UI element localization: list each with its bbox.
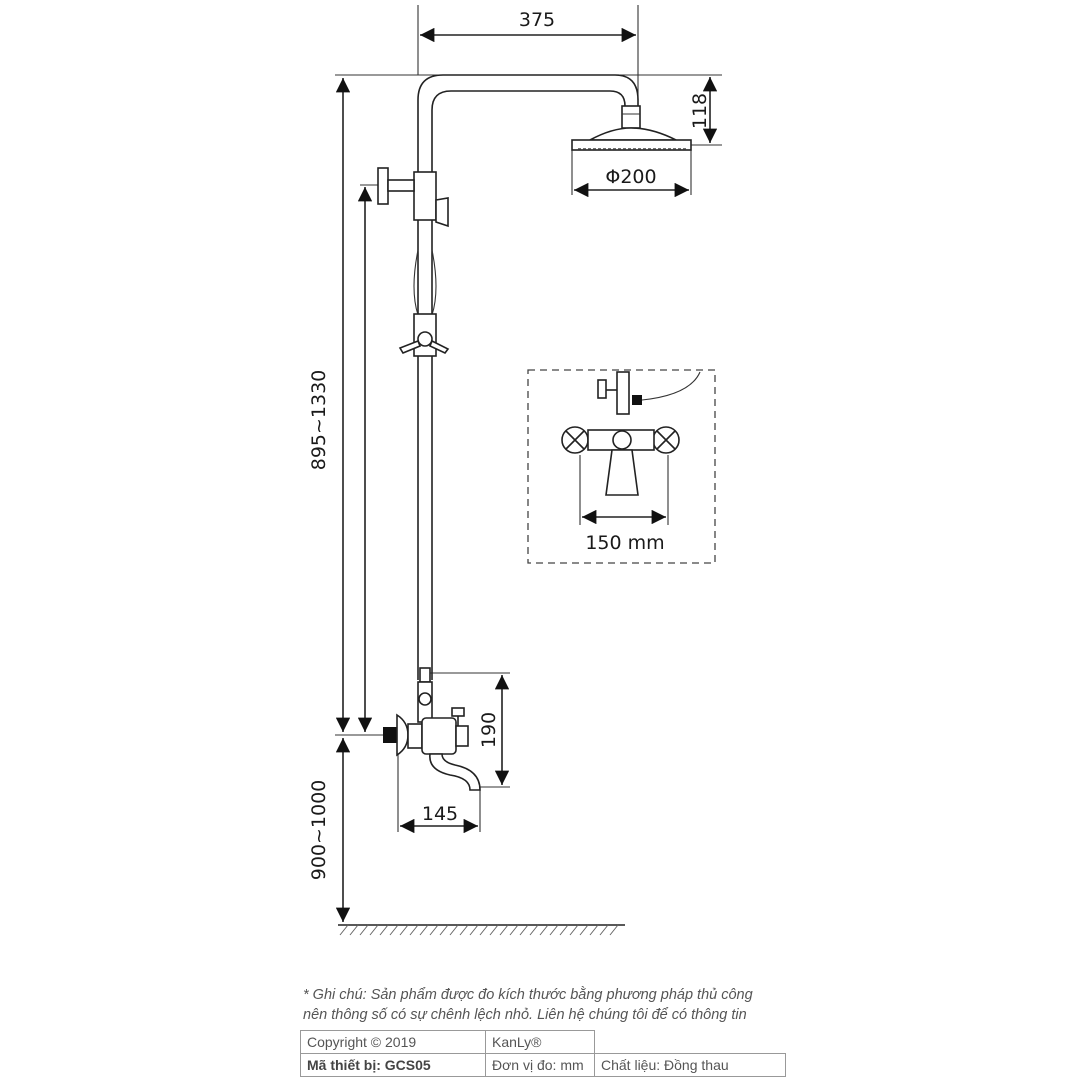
- floor-hatch: [338, 924, 625, 936]
- note-line-2: nên thông số có sự chênh lệch nhỏ. Liên …: [303, 1007, 747, 1023]
- dim-spout-length: 145: [422, 803, 458, 825]
- brand-cell: KanLy®: [485, 1030, 595, 1054]
- empty-cell: [594, 1030, 785, 1054]
- inset-detail-mixer: 150 mm: [527, 369, 716, 564]
- dim-mixer-height: 190: [478, 712, 500, 748]
- dim-head-height: 118: [689, 93, 711, 129]
- measurement-note: * Ghi chú: Sản phẩm được đo kích thước b…: [303, 985, 753, 1025]
- dim-inlet-spacing: 150 mm: [585, 532, 664, 554]
- model-cell: Mã thiết bị: GCS05: [300, 1053, 486, 1077]
- note-line-1: * Ghi chú: Sản phẩm được đo kích thước b…: [303, 987, 753, 1003]
- dim-head-diameter: Φ200: [605, 166, 656, 188]
- dim-mount-height: 900~1000: [308, 780, 330, 881]
- slide-bracket: [377, 167, 449, 316]
- shower-riser-pipe: [417, 74, 641, 680]
- rain-shower-head: [571, 127, 692, 151]
- unit-cell: Đơn vị đo: mm: [485, 1053, 595, 1077]
- table-row: Copyright © 2019 KanLy®: [300, 1030, 785, 1054]
- spec-table: Copyright © 2019 KanLy® Mã thiết bị: GCS…: [300, 1030, 786, 1077]
- table-row: Mã thiết bị: GCS05 Đơn vị đo: mm Chất li…: [300, 1053, 786, 1077]
- dim-arm-length: 375: [519, 9, 555, 31]
- bath-mixer: [383, 667, 481, 791]
- diverter: [398, 313, 450, 357]
- copyright-cell: Copyright © 2019: [300, 1030, 486, 1054]
- dim-total-height: 895~1330: [308, 370, 330, 471]
- material-cell: Chất liệu: Đồng thau: [594, 1053, 786, 1077]
- dimension-lines: [335, 27, 718, 922]
